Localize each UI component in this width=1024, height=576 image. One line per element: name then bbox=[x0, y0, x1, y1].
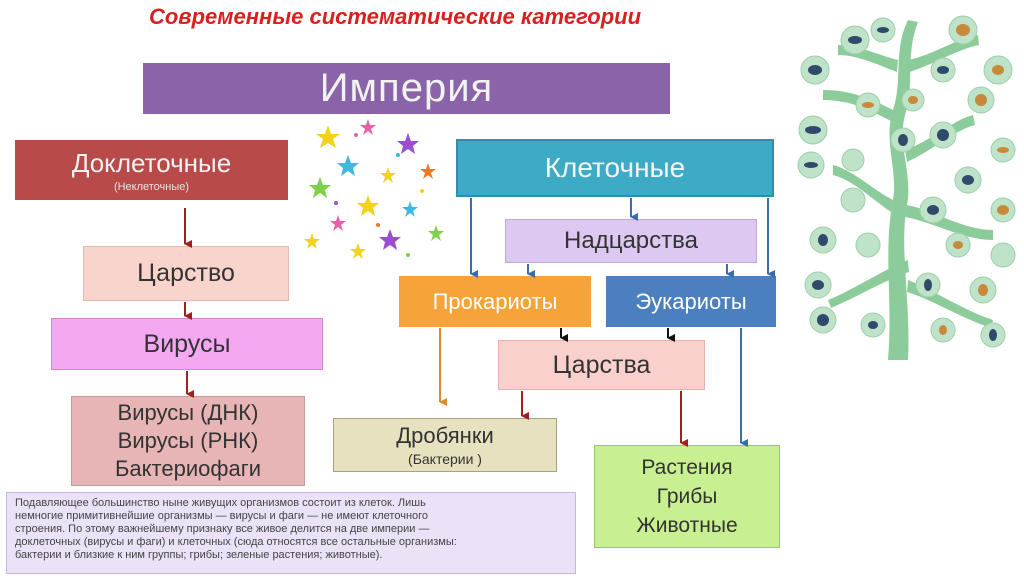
organism-silhouettes-warm bbox=[862, 24, 1009, 335]
viruses-label: Вирусы bbox=[143, 329, 231, 358]
page-title: Современные систематические категории bbox=[148, 4, 642, 29]
explanation-note: Подавляющее большинство ныне живущих орг… bbox=[6, 492, 576, 574]
kingdom-item: Животные bbox=[636, 514, 738, 537]
virus-list-item: Вирусы (РНК) bbox=[117, 428, 259, 453]
cellular-label: Клеточные bbox=[544, 152, 686, 183]
note-line: строения. По этому важнейшему признаку в… bbox=[15, 523, 430, 535]
precellular-label: Доклеточные bbox=[71, 147, 232, 178]
precellular-sub: (Неклеточные) bbox=[113, 180, 190, 193]
kingdom-item: Грибы bbox=[656, 485, 718, 508]
prokaryotes-box: Прокариоты bbox=[399, 276, 591, 327]
prokaryote-arrows bbox=[439, 328, 688, 447]
cellular-box: Клеточные bbox=[456, 139, 774, 197]
precellular-arrows bbox=[184, 208, 194, 398]
kingdoms-box: Царства bbox=[498, 340, 705, 390]
note-line: доклеточных (вирусы и фаги) и клеточных … bbox=[15, 536, 457, 548]
star-cluster bbox=[304, 119, 444, 259]
kingdom-item: Растения bbox=[641, 456, 733, 479]
cellular-arrows bbox=[470, 198, 775, 447]
drobyanki-sub: (Бактерии ) bbox=[408, 451, 482, 467]
empire-label: Империя bbox=[319, 66, 494, 110]
prokaryotes-label: Прокариоты bbox=[432, 288, 558, 314]
superkingdoms-label: Надцарства bbox=[564, 227, 698, 254]
precellular-box: Доклеточные (Неклеточные) bbox=[15, 140, 288, 200]
drobyanki-box: Дробянки (Бактерии ) bbox=[333, 418, 557, 472]
superkingdoms-box: Надцарства bbox=[505, 219, 757, 263]
virus-list-item: Вирусы (ДНК) bbox=[117, 400, 259, 425]
kingdom-label: Царство bbox=[137, 259, 235, 287]
empire-box: Империя bbox=[143, 63, 670, 114]
star-cluster-icon bbox=[304, 119, 444, 259]
viruses-box: Вирусы bbox=[51, 318, 323, 370]
note-line: Подавляющее большинство ныне живущих орг… bbox=[15, 497, 426, 509]
organism-circles bbox=[797, 15, 1016, 348]
virus-list-item: Бактериофаги bbox=[114, 456, 262, 481]
eukaryotes-box: Эукариоты bbox=[606, 276, 776, 327]
organism-silhouettes bbox=[804, 27, 997, 341]
note-line: немногие примитивнейшие организмы — виру… bbox=[15, 510, 429, 522]
virus-list-box: Вирусы (ДНК) Вирусы (РНК) Бактериофаги bbox=[71, 396, 305, 486]
kingdom-box: Царство bbox=[83, 246, 289, 301]
note-line: бактерии и близкие к ним группы; грибы; … bbox=[15, 549, 383, 561]
drobyanki-label: Дробянки bbox=[396, 423, 494, 448]
tree-of-life-illustration bbox=[797, 15, 1016, 360]
eukaryote-kingdoms-box: Растения Грибы Животные bbox=[594, 445, 780, 548]
kingdoms-label: Царства bbox=[552, 350, 651, 379]
eukaryotes-label: Эукариоты bbox=[635, 288, 747, 314]
